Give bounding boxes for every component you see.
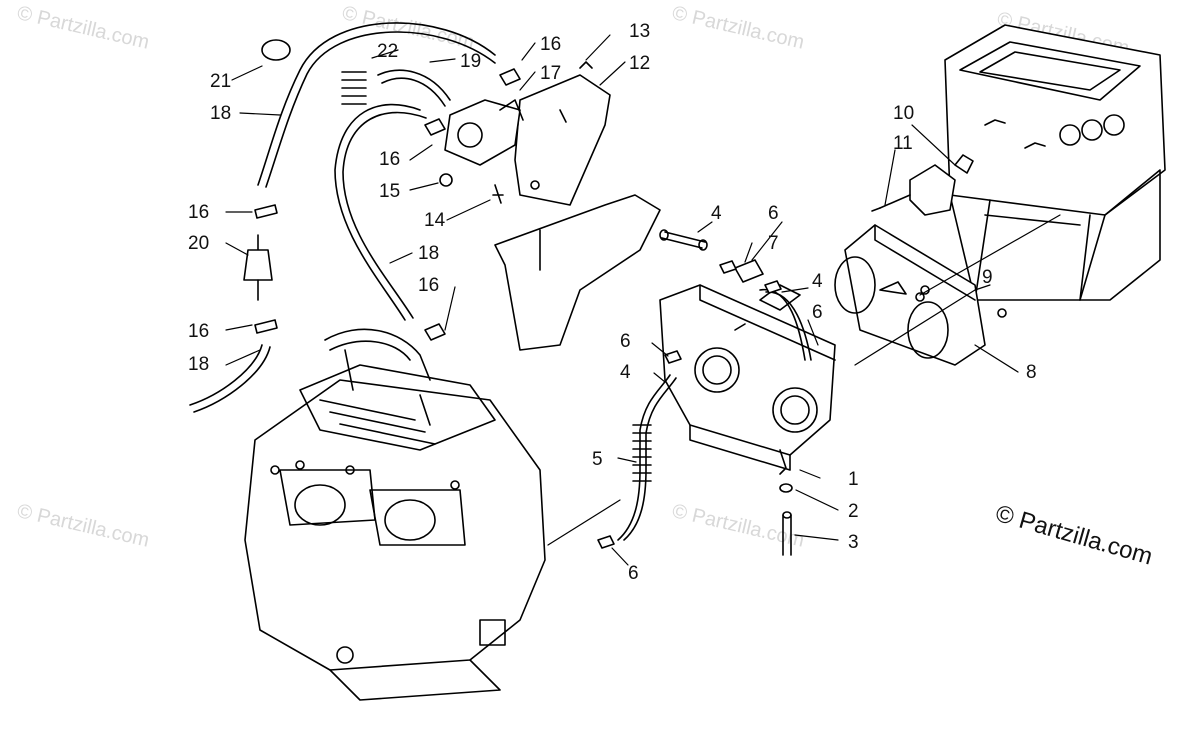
callout-20: 20 (188, 233, 210, 254)
callout-6: 6 (812, 302, 823, 323)
callout-4: 4 (812, 271, 823, 292)
fuel-filter (243, 234, 273, 301)
callout-8: 8 (1026, 362, 1037, 383)
fasteners (579, 61, 1007, 318)
clamps (254, 39, 782, 549)
airbox (944, 24, 1166, 301)
callout-1: 1 (848, 469, 859, 490)
callout-14: 14 (424, 210, 446, 231)
callout-11: 11 (893, 133, 913, 154)
callout-18: 18 (188, 354, 210, 375)
carburetor-assembly (659, 284, 836, 475)
callout-17: 17 (540, 63, 562, 84)
drain-hose (779, 483, 793, 556)
callout-4: 4 (711, 203, 722, 224)
callout-13: 13 (629, 21, 651, 42)
callout-6: 6 (620, 331, 631, 352)
callout-9: 9 (982, 267, 993, 288)
leader-lines (225, 34, 1061, 566)
callout-16: 16 (379, 149, 401, 170)
callout-2: 2 (848, 501, 859, 522)
mounting-plate (494, 74, 661, 351)
tee-fitting (734, 259, 764, 283)
callout-15: 15 (379, 181, 401, 202)
callout-16: 16 (540, 34, 562, 55)
fuel-pump (439, 99, 524, 204)
callout-16: 16 (188, 321, 210, 342)
callout-12: 12 (629, 53, 651, 74)
callout-4: 4 (620, 362, 631, 383)
callout-3: 3 (848, 532, 859, 553)
callout-5: 5 (592, 449, 603, 470)
callout-22: 22 (377, 41, 399, 62)
callout-19: 19 (460, 51, 482, 72)
callout-21: 21 (210, 71, 232, 92)
callout-16: 16 (418, 275, 440, 296)
callout-6: 6 (768, 203, 779, 224)
engine (244, 328, 546, 701)
callout-10: 10 (893, 103, 915, 124)
intake-adapter (834, 224, 986, 366)
callout-18: 18 (418, 243, 440, 264)
callout-7: 7 (768, 233, 779, 254)
callout-18: 18 (210, 103, 232, 124)
fuel-hoses (189, 22, 496, 413)
coil (879, 154, 974, 216)
callout-16: 16 (188, 202, 210, 223)
callout-6: 6 (628, 563, 639, 584)
